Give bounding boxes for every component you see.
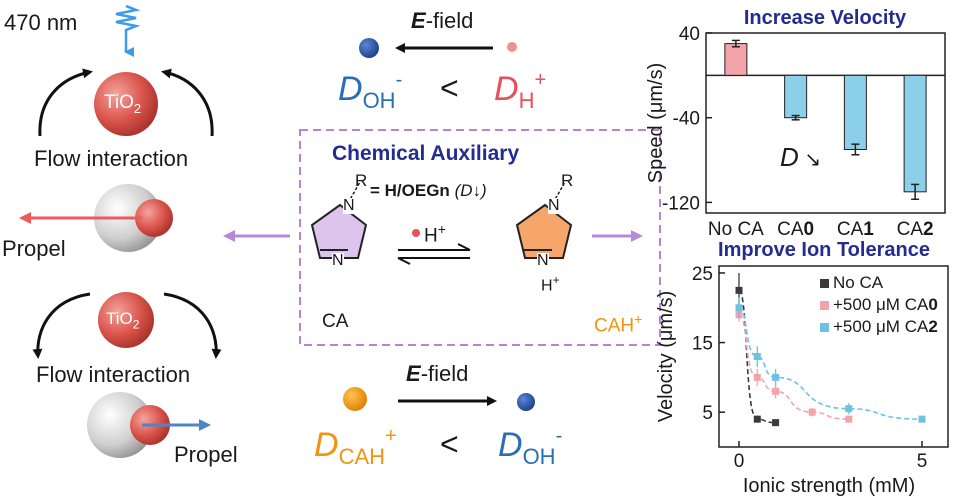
series-2-point-1 [753,353,761,360]
ca-label: CA [322,311,349,332]
d-oh-label-top: DOH- [338,69,403,113]
series-line-2 [738,306,923,420]
series-1-point-2 [772,387,780,395]
scatter-chart-frame [718,265,949,448]
series-0-point-0 [735,286,743,294]
tio2-sphere-top-icon [94,72,158,136]
tio2-label-bottom: TiO2 [106,309,140,332]
tio2-sphere-bottom-icon [98,292,154,348]
n-label-left-top: N [343,197,355,214]
bar-chart-ytick-label: -40 [673,109,700,130]
d-oh-label-bottom: DOH- [498,425,563,469]
h-ion-dot-icon [507,42,517,52]
substituent-label: = H/OEGn (D↓) [370,181,487,200]
bar-chart-annotation: D ↘ [780,142,821,172]
d-h-label: DH+ [494,69,547,113]
efield-label-bottom: E-field [406,361,469,386]
legend-label-1: +500 μM CA0 [833,295,938,314]
propel-label-bottom: Propel [174,442,238,467]
equilibrium-arrows-icon [397,243,471,265]
bar-category-label-3: CA2 [897,219,934,240]
d-cah-label: DCAH+ [314,425,397,469]
wavelength-label: 470 nm [4,10,78,35]
less-than-bottom: < [440,426,459,462]
flow-arrow-left-top [38,68,93,137]
series-2-point-4 [918,415,926,423]
scatter-chart-title: Improve Ion Tolerance [718,239,930,261]
bar-chart-ytick-label: -120 [662,193,700,214]
series-1-point-3 [808,408,816,416]
scatter-ytick-label: 15 [692,334,713,355]
janus-gray-sphere-bottom-icon [87,392,153,458]
oh-ion-dot-bottom-icon [517,393,535,411]
legend-label-2: +500 μM CA2 [833,317,938,336]
series-2-point-2 [772,373,780,381]
oh-ion-dot-top-icon [359,38,379,58]
bar-chart-title: Increase Velocity [744,7,907,29]
flow-interaction-label-top: Flow interaction [34,146,189,171]
scatter-xtick-label: 0 [734,451,745,472]
series-line-0 [738,289,776,424]
series-0-point-2 [772,419,780,427]
scatter-ytick-label: 25 [692,264,713,285]
series-0-point-1 [753,415,761,423]
r-label-left: R [355,171,368,190]
scatter-xlabel: Ionic strength (mM) [743,475,915,497]
propel-label-top: Propel [2,236,66,261]
bar-category-label-1: CA0 [777,219,814,240]
n-label-right-top: N [548,197,560,214]
chemical-auxiliary-title: Chemical Auxiliary [332,142,520,165]
efield-label-top: E-field [411,8,474,33]
bar-category-label-0: No CA [708,219,764,240]
chemical-auxiliary-box [299,129,661,346]
r-label-right: R [561,171,574,190]
legend-marker-2 [820,323,829,332]
scatter-ytick-label: 5 [702,403,713,424]
wavy-light-arrow-icon [115,4,141,57]
cah-ion-dot-icon [343,387,367,411]
series-2-point-0 [735,304,743,312]
legend-marker-0 [820,279,829,288]
flow-arrow-left-bottom [32,292,91,359]
proton-dot-icon [412,229,420,237]
series-1-point-4 [845,415,853,423]
scatter-xtick-label: 5 [917,451,928,472]
tio2-label-top: TiO2 [104,92,142,116]
flow-arrow-right-bottom [163,292,222,359]
less-than-top: < [440,70,459,106]
h-plus-label-right: H+ [541,273,560,295]
janus-red-cap-top-icon [135,199,173,237]
cah-label: CAH+ [594,311,643,337]
h-plus-label: H+ [424,221,446,247]
n-label-left-bottom: N [332,252,344,269]
flow-arrow-right-top [161,68,214,137]
series-2-point-3 [845,405,853,413]
bar-chart-frame [705,32,946,214]
legend-label-0: No CA [833,273,884,292]
bar-chart-ylabel: Speed (μm/s) [645,63,667,183]
legend-marker-1 [820,301,829,310]
series-1-point-1 [753,373,761,381]
bar-category-label-2: CA1 [837,219,874,240]
flow-interaction-label-bottom: Flow interaction [36,362,191,387]
bar-chart-ytick-label: 40 [679,24,700,45]
n-label-right-bottom: N [537,252,549,269]
scatter-ylabel: Velocity (μm/s) [655,291,677,423]
